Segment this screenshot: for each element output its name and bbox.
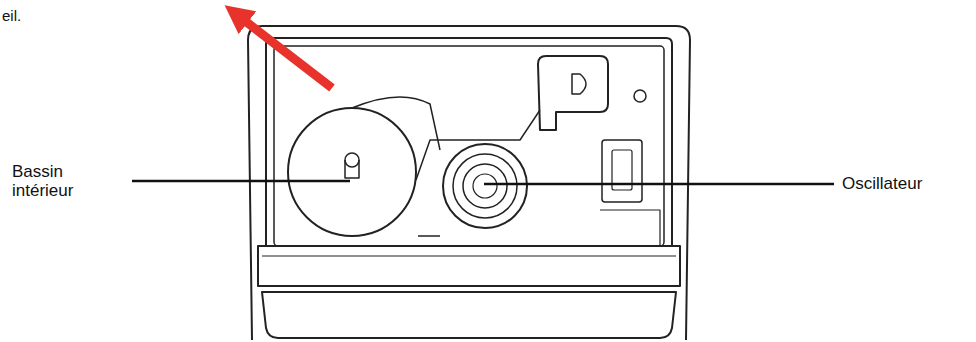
leader-line [132,180,350,183]
leader-line [484,183,834,186]
page-text-fragment: eil. [2,6,62,25]
part-label: Bassin intérieur [12,162,112,200]
removal-arrow [236,14,332,88]
part-label: Oscillateur [842,174,972,193]
